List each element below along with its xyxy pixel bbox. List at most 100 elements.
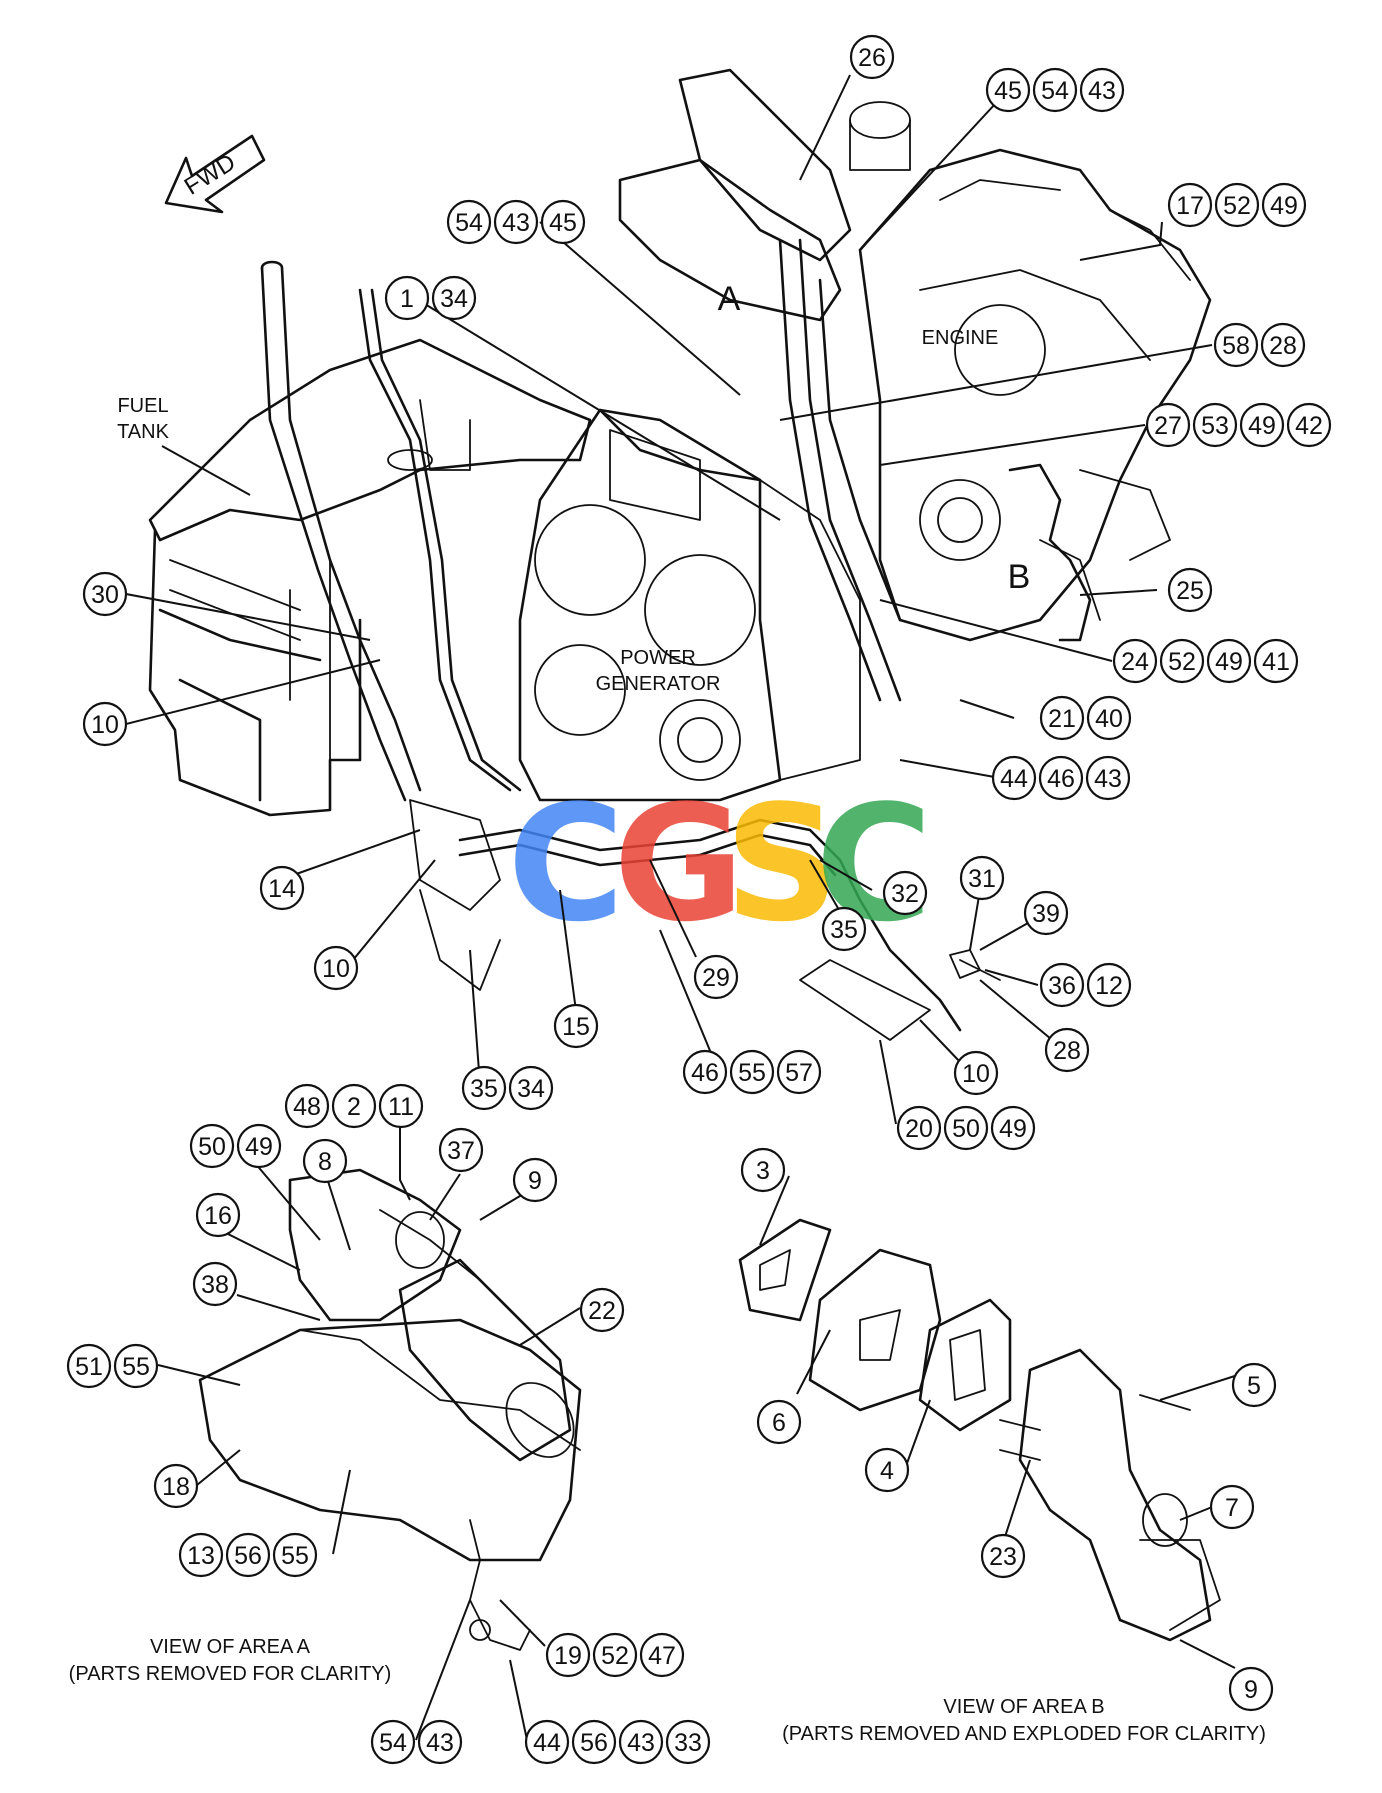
callout-number: 53: [1201, 412, 1229, 440]
callout-number: 56: [234, 1542, 262, 1570]
callout-balloon: [1253, 638, 1299, 684]
callout-number: 25: [1176, 577, 1204, 605]
callout-number: 27: [1154, 412, 1182, 440]
callout-balloon: [953, 1050, 999, 1096]
callout-balloon: [618, 1719, 664, 1765]
callout-balloon: [1286, 402, 1332, 448]
callout-balloon: [776, 1049, 822, 1095]
engine-label: ENGINE: [922, 327, 999, 349]
callout-balloon: [571, 1719, 617, 1765]
callout-number: 8: [318, 1148, 332, 1176]
callout-number: 23: [989, 1543, 1017, 1571]
callout-number: 32: [891, 880, 919, 908]
callout-number: 44: [1000, 765, 1028, 793]
callout-balloon: [378, 1083, 424, 1129]
callout-balloon: [740, 1147, 786, 1193]
callout-group: 4: [864, 1447, 910, 1493]
callout-balloon: [82, 571, 128, 617]
callout-number: 49: [1215, 648, 1243, 676]
callout-group: 39: [1023, 890, 1069, 936]
callout-number: 47: [648, 1642, 676, 1670]
forward-arrow-icon: FWD: [164, 134, 266, 214]
callout-balloon: [1239, 402, 1285, 448]
callout-balloon: [1228, 1666, 1274, 1712]
callout-balloon: [384, 275, 430, 321]
power-generator-label-line1: POWER: [620, 647, 696, 669]
callout-balloon: [882, 870, 928, 916]
callout-balloon: [985, 67, 1031, 113]
callout-group: 31: [959, 855, 1005, 901]
callout-balloon: [756, 1399, 802, 1445]
callout-balloon: [1086, 962, 1132, 1008]
callout-balloon: [1213, 322, 1259, 368]
callout-number: 18: [162, 1473, 190, 1501]
callout-group: 10: [313, 945, 359, 991]
callout-group: 25: [1167, 567, 1213, 613]
callout-number: 11: [388, 1093, 414, 1121]
callout-number: 49: [999, 1115, 1027, 1143]
callout-balloon: [1159, 638, 1205, 684]
callout-balloon: [1032, 67, 1078, 113]
callout-balloon: [446, 199, 492, 245]
callout-number: 55: [122, 1353, 150, 1381]
callout-balloon: [225, 1532, 271, 1578]
callout-number: 50: [952, 1115, 980, 1143]
callout-number: 28: [1053, 1037, 1081, 1065]
callout-group: 18: [153, 1463, 199, 1509]
callout-number: 40: [1095, 705, 1123, 733]
callout-group: 9: [512, 1157, 558, 1203]
callout-number: 36: [1048, 972, 1076, 1000]
callout-balloon: [236, 1123, 282, 1169]
area-b-connector: [1008, 463, 1101, 642]
callout-group: 9: [1228, 1666, 1274, 1712]
callout-balloon: [189, 1123, 235, 1169]
callout-number: 22: [588, 1297, 616, 1325]
callout-balloon: [821, 906, 867, 952]
callout-number: 49: [1270, 192, 1298, 220]
fuel-lines: [458, 818, 1001, 1041]
callout-balloon: [195, 1192, 241, 1238]
callout-group: 29: [693, 954, 739, 1000]
callout-number: 33: [674, 1729, 702, 1757]
callout-balloon: [693, 954, 739, 1000]
fuel-tank-label-line1: FUEL: [117, 395, 168, 417]
callout-balloon: [113, 1343, 159, 1389]
fuel-filter-assembly: [618, 68, 911, 702]
callout-number: 43: [1088, 77, 1116, 105]
callout-number: 9: [1244, 1676, 1258, 1704]
callout-balloon: [729, 1049, 775, 1095]
power-generator-label-line2: GENERATOR: [596, 673, 721, 695]
leader-lines: [125, 74, 1242, 1741]
callout-group: 10: [953, 1050, 999, 1096]
callout-balloon: [592, 1632, 638, 1678]
callout-number: 43: [1094, 765, 1122, 793]
area-b-label: B: [1008, 558, 1031, 596]
callout-number: 43: [426, 1729, 454, 1757]
callout-balloon: [1214, 182, 1260, 228]
area-b-detail: [738, 1218, 1221, 1642]
callout-number: 13: [187, 1542, 215, 1570]
callout-number: 44: [533, 1729, 561, 1757]
callout-group: 44 46 43: [991, 755, 1131, 801]
callout-balloon: [991, 755, 1037, 801]
callout-number: 29: [702, 964, 730, 992]
callout-balloon: [540, 199, 586, 245]
callout-number: 54: [379, 1729, 407, 1757]
callout-number: 52: [1168, 648, 1196, 676]
callout-number: 10: [962, 1060, 990, 1088]
callout-balloon: [1206, 638, 1252, 684]
callout-balloon: [461, 1065, 507, 1111]
callout-balloon: [302, 1138, 348, 1184]
callout-number: 46: [1047, 765, 1075, 793]
